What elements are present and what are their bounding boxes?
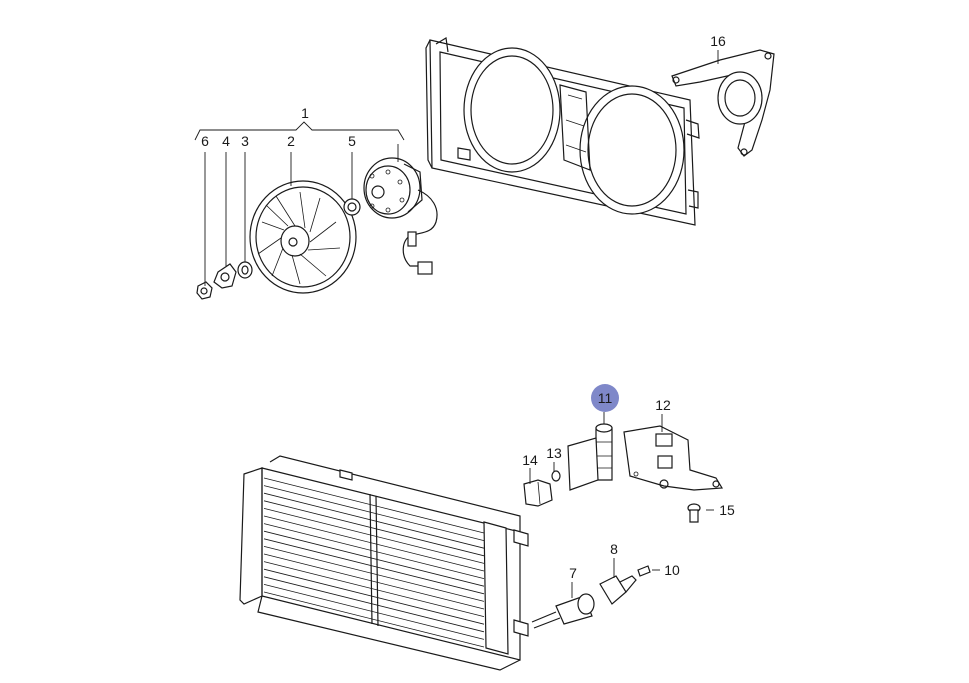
bolt-15[interactable]	[687, 503, 701, 523]
nut-6[interactable]	[196, 281, 213, 300]
washer-3[interactable]	[237, 261, 253, 279]
callout-6[interactable]: 6	[201, 133, 209, 149]
fan-motor[interactable]	[363, 157, 438, 275]
callout-10[interactable]: 10	[664, 562, 680, 578]
radiator-fin	[263, 553, 485, 610]
bracket-12[interactable]	[623, 425, 724, 491]
radiator-fin	[263, 546, 485, 602]
temp-switch-7[interactable]	[531, 593, 595, 629]
sensor-8[interactable]	[599, 575, 637, 605]
callout-16[interactable]: 16	[710, 33, 726, 49]
radiator-fin	[263, 591, 485, 648]
radiator-fin	[263, 500, 485, 557]
radiator-fin	[263, 492, 485, 549]
seal-10[interactable]	[637, 565, 651, 577]
callout-12[interactable]: 12	[655, 397, 671, 413]
leader-lines	[194, 50, 719, 598]
radiator-fin	[263, 485, 485, 541]
radiator-fin	[263, 508, 485, 564]
callout-15[interactable]: 15	[719, 502, 735, 518]
callout-13[interactable]: 13	[546, 445, 562, 461]
plug-13[interactable]	[551, 470, 561, 482]
radiator-fin	[263, 561, 485, 617]
callout-2[interactable]: 2	[287, 133, 295, 149]
callout-8[interactable]: 8	[610, 541, 618, 557]
bracket-16[interactable]	[671, 49, 775, 157]
radiator-fin	[263, 568, 485, 625]
callouts: 1 2 3 4 5 6 7 8 10 11 12 13 14 15 16	[201, 33, 735, 581]
callout-4[interactable]: 4	[222, 133, 230, 149]
radiator-fin	[263, 538, 485, 595]
callout-5[interactable]: 5	[348, 133, 356, 149]
fan-shroud[interactable]	[425, 37, 700, 226]
hose-connector-11[interactable]	[567, 423, 613, 491]
callout-11-highlight	[591, 384, 619, 412]
callout-1[interactable]: 1	[301, 105, 309, 121]
radiator-fin	[263, 576, 485, 633]
seal-5[interactable]	[343, 198, 361, 216]
radiator[interactable]	[239, 455, 529, 671]
clip-4[interactable]	[213, 263, 237, 289]
callout-7[interactable]: 7	[569, 565, 577, 581]
radiator-fins	[263, 477, 485, 648]
callout-14[interactable]: 14	[522, 452, 538, 468]
radiator-fin	[263, 477, 485, 534]
radiator-fin	[263, 584, 485, 640]
radiator-fin	[263, 515, 485, 572]
sensor-clip-14[interactable]	[523, 479, 553, 507]
radiator-fin	[263, 530, 485, 587]
radiator-fin	[263, 523, 485, 579]
callout-3[interactable]: 3	[241, 133, 249, 149]
callout-11[interactable]: 11	[598, 390, 613, 406]
fan-blade[interactable]	[249, 180, 357, 294]
